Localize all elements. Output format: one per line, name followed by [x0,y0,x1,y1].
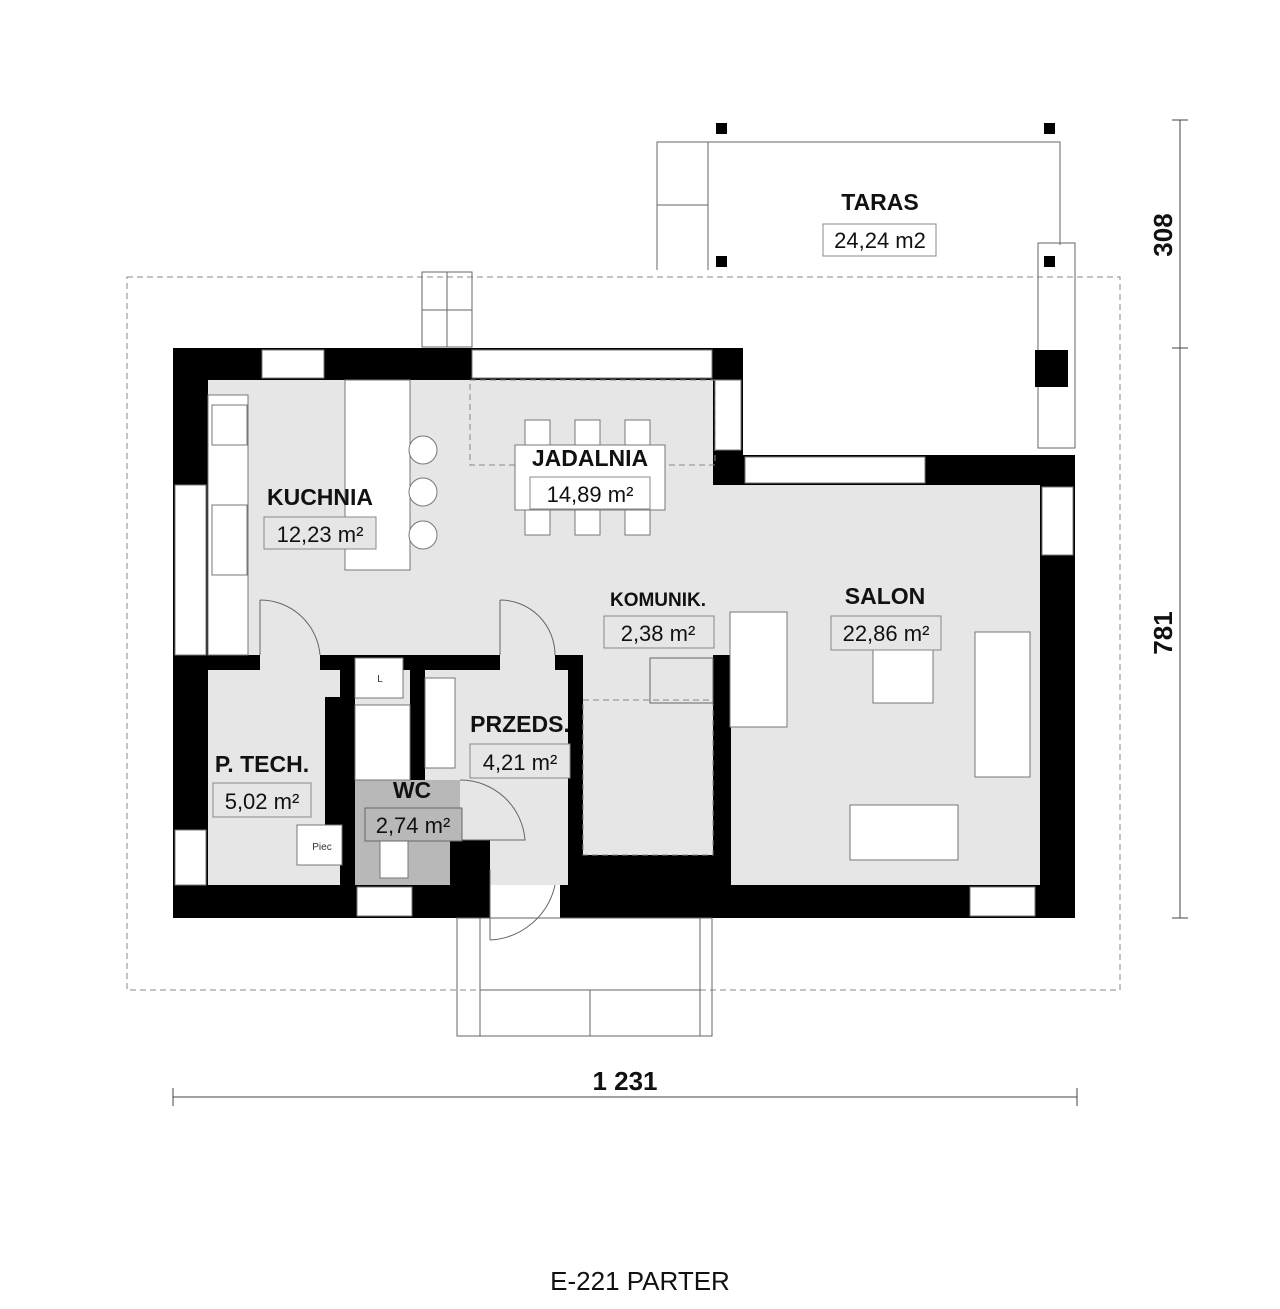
sofa [974,631,1031,778]
stairs [582,699,714,856]
svg-text:2,74 m²: 2,74 m² [376,813,451,838]
dimension-terrace: 308 [1148,213,1178,256]
room-wc: WC 2,74 m² [364,777,463,842]
dimension-width: 1 231 [172,1066,1078,1106]
room-taras: TARAS 24,24 m2 [822,189,937,257]
washer [354,657,404,699]
washer-label: L [377,674,383,685]
svg-text:SALON: SALON [845,583,926,609]
room-komunik: KOMUNIK. 2,38 m² [603,590,715,649]
svg-text:781: 781 [1148,611,1178,654]
svg-text:22,86 m²: 22,86 m² [843,621,930,646]
svg-text:24,24 m2: 24,24 m2 [834,228,926,253]
furnace-label: Piec [312,842,331,853]
room-kuchnia: KUCHNIA 12,23 m² [263,484,377,550]
terrace [421,123,1076,449]
svg-text:2,38 m²: 2,38 m² [621,621,696,646]
wardrobe [424,677,456,769]
svg-text:KOMUNIK.: KOMUNIK. [610,590,706,611]
furnace [296,824,343,866]
room-p-tech: P. TECH. 5,02 m² [212,751,312,818]
coffee-table [872,647,934,704]
fireplace [729,611,788,728]
svg-text:1 231: 1 231 [592,1066,657,1096]
windows [174,349,1074,917]
svg-text:WC: WC [393,777,431,803]
sink-icon [211,504,248,576]
room-przeds: PRZEDS. 4,21 m² [469,711,571,779]
svg-text:12,23 m²: 12,23 m² [277,522,364,547]
svg-text:JADALNIA: JADALNIA [532,445,648,471]
svg-text:KUCHNIA: KUCHNIA [267,484,373,510]
shower [354,704,411,781]
stove-icon [211,404,248,446]
sofa-2 [849,804,959,861]
svg-text:14,89 m²: 14,89 m² [547,482,634,507]
svg-text:4,21 m²: 4,21 m² [483,750,558,775]
svg-text:TARAS: TARAS [841,189,919,215]
room-salon: SALON 22,86 m² [830,583,942,651]
plan-title: E-221 PARTER [550,1266,730,1296]
dimension-depth: 308 781 [1148,119,1188,919]
svg-text:P. TECH.: P. TECH. [215,751,309,777]
doors [259,599,556,941]
svg-text:PRZEDS.: PRZEDS. [470,711,570,737]
svg-text:5,02 m²: 5,02 m² [225,789,300,814]
room-jadalnia: JADALNIA 14,89 m² [529,445,651,510]
